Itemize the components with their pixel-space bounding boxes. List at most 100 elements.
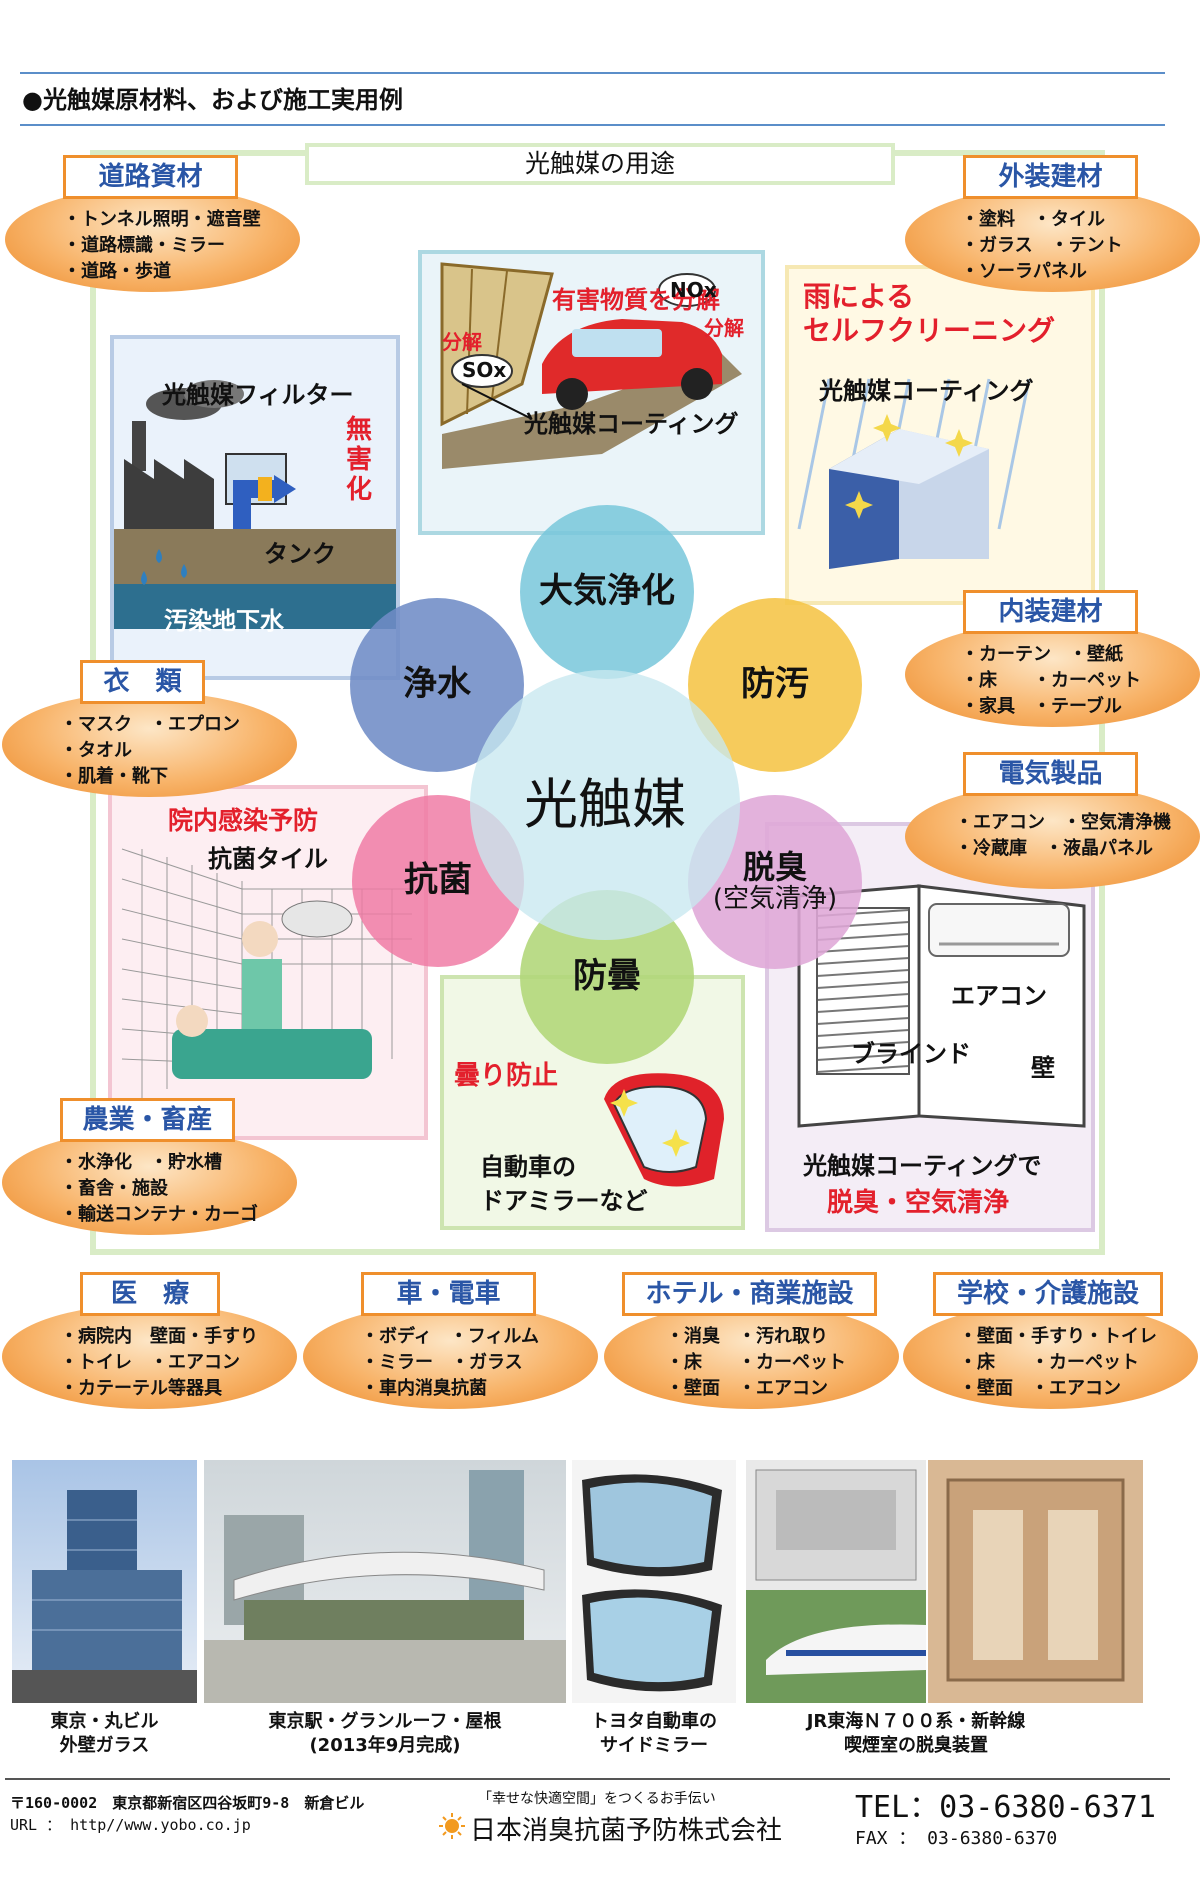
footer-tel: TEL：03-6380-6371 [855,1790,1156,1825]
caption-line: 東京・丸ビル [50,1711,159,1732]
list-item: ・壁面・手すり・トイレ [959,1326,1157,1347]
list-item: ・壁面 ・エアコン [666,1378,828,1399]
category-bubble [903,1304,1198,1409]
category-bubble [2,1304,297,1409]
category-car-train: 車・電車 ・ボディ ・フィルム ・ミラー ・ガラス ・車内消臭抗菌 [303,1272,598,1409]
self-coating-label: 光触媒コーティング [819,377,1034,405]
circle-antibac-label: 抗菌 [404,860,472,901]
circle-air-purification: 大気浄化 [520,505,694,679]
list-item: ・壁面 ・エアコン [959,1378,1121,1399]
panel-self-cleaning: 雨による セルフクリーニング 光触媒コーティング [785,265,1095,605]
category-exterior: 外装建材 ・塗料 ・タイル ・ガラス ・テント ・ソーラパネル [905,155,1200,292]
category-road: 道路資材 ・トンネル照明・遮音壁 ・道路標識・ミラー ・道路・歩道 [5,155,300,292]
station-photo-illustration [204,1470,566,1703]
photo-caption: 東京・丸ビル 外壁ガラス [12,1710,197,1758]
caption-line: 喫煙室の脱臭装置 [844,1735,988,1756]
category-bubble [905,784,1200,889]
blind-label: ブラインド [851,1040,971,1068]
category-school: 学校・介護施設 ・壁面・手すり・トイレ ・床 ・カーペット ・壁面 ・エアコン [903,1272,1198,1409]
list-item: ・水浄化 ・貯水槽 [60,1152,222,1173]
mirror-photo-illustration [582,1474,722,1692]
car-illustration [440,262,742,469]
photo-toyota-side-mirror [572,1460,736,1703]
category-bubble [5,187,300,292]
circle-water-label: 浄水 [403,664,471,705]
category-items: ・病院内 壁面・手すり ・トイレ ・エアコン ・カテーテル等器具 [60,1324,258,1402]
list-item: ・床 ・カーペット [961,670,1141,691]
decompose-title: 有害物質を分解 [552,286,720,314]
caption-line: 東京駅・グランルーフ・屋根 [268,1711,502,1732]
photo-marunouchi-building [12,1460,197,1703]
circle-photocatalyst: 光触媒 [470,670,740,940]
panel-water-purification: 光触媒フィルター 無害化 タンク 汚染地下水 [110,335,400,680]
sox-label: SOx [462,358,507,382]
fog-title: 曇り防止 [454,1061,559,1091]
fog-line1: 自動車の [480,1153,576,1181]
page-title: ●光触媒原材料、および施工実用例 [22,86,403,114]
category-interior: 内装建材 ・カーテン ・壁紙 ・床 ・カーペット ・家具 ・テーブル [905,590,1200,727]
category-bubble [604,1304,899,1409]
list-item: ・マスク ・エプロン [60,714,240,735]
circle-deodor-label: 脱臭 [742,847,807,886]
sun-icon [439,1813,465,1839]
footer-tagline: 「幸せな快適空間」をつくるお手伝い [478,1791,716,1807]
decompose-left: 分解 [442,330,482,354]
harmless-label: 無害化 [346,415,373,505]
list-item: ・冷蔵庫 ・液晶パネル [955,838,1153,859]
list-item: ・輸送コンテナ・カーゴ [60,1204,258,1225]
list-item: ・ボディ ・フィルム [361,1326,540,1347]
nox-label: NOx [670,278,717,302]
category-items: ・塗料 ・タイル ・ガラス ・テント ・ソーラパネル [961,207,1123,285]
footer-url[interactable]: URL ： http//www.yobo.co.jp [10,1816,251,1834]
list-item: ・床 ・カーペット [666,1352,846,1373]
coating-label: 光触媒コーティング [524,410,739,438]
list-item: ・車内消臭抗菌 [361,1378,487,1399]
list-item: ・消臭 ・汚れ取り [666,1326,828,1347]
category-label: 外装建材 [963,155,1138,199]
decompose-right: 分解 [704,316,744,340]
building-illustration [797,378,1031,569]
factory-illustration [114,380,396,629]
category-bubble [2,1130,297,1235]
category-label: ホテル・商業施設 [622,1272,877,1316]
photo-smoking-room [928,1460,1143,1703]
sun-logo-icon [438,1812,466,1840]
category-label: 電気製品 [963,752,1138,796]
category-agriculture: 農業・畜産 ・水浄化 ・貯水槽 ・畜舎・施設 ・輸送コンテナ・カーゴ [2,1098,297,1235]
panel-air-purification: 有害物質を分解 分解 分解 SOx NOx 光触媒コーティング [418,250,765,535]
category-items: ・トンネル照明・遮音壁 ・道路標識・ミラー ・道路・歩道 [63,207,261,285]
category-items: ・エアコン ・空気清浄機 ・冷蔵庫 ・液晶パネル [955,810,1171,862]
circle-stain-label: 防汚 [741,664,809,705]
list-item: ・タオル [60,740,132,761]
smoking-room-photo-illustration [946,1478,1125,1682]
deodor-line1: 光触媒コーティングで [803,1152,1042,1180]
list-item: ・カテーテル等器具 [60,1378,222,1399]
wall-label: 壁 [1031,1054,1055,1082]
category-label: 農業・畜産 [60,1098,235,1142]
footer-divider [5,1778,1170,1780]
tank-label: タンク [264,540,336,568]
caption-line: (2013年9月完成) [309,1735,461,1756]
category-label: 医 療 [80,1272,220,1316]
list-item: ・家具 ・テーブル [961,696,1122,717]
circle-air-label: 大気浄化 [539,571,675,612]
photo-tokyo-station-granroof [204,1460,566,1703]
list-item: ・病院内 壁面・手すり [60,1326,258,1347]
category-bubble [303,1304,598,1409]
list-item: ・ガラス ・テント [961,235,1123,256]
category-label: 道路資材 [63,155,238,199]
category-bubble [2,692,297,797]
tile-label: 抗菌タイル [208,845,328,873]
circle-main-label: 光触媒 [524,772,686,836]
category-label: 内装建材 [963,590,1138,634]
aircon-label: エアコン [951,982,1047,1010]
list-item: ・道路標識・ミラー [63,235,225,256]
category-items: ・マスク ・エプロン ・タオル ・肌着・靴下 [60,712,240,790]
shinkansen-photo-illustration [746,1469,926,1703]
uses-title: 光触媒の用途 [305,143,895,185]
category-medical: 医 療 ・病院内 壁面・手すり ・トイレ ・エアコン ・カテーテル等器具 [2,1272,297,1409]
category-bubble [905,187,1200,292]
category-items: ・消臭 ・汚れ取り ・床 ・カーペット ・壁面 ・エアコン [666,1324,846,1402]
fog-line2: ドアミラーなど [480,1187,648,1215]
list-item: ・道路・歩道 [63,261,171,282]
